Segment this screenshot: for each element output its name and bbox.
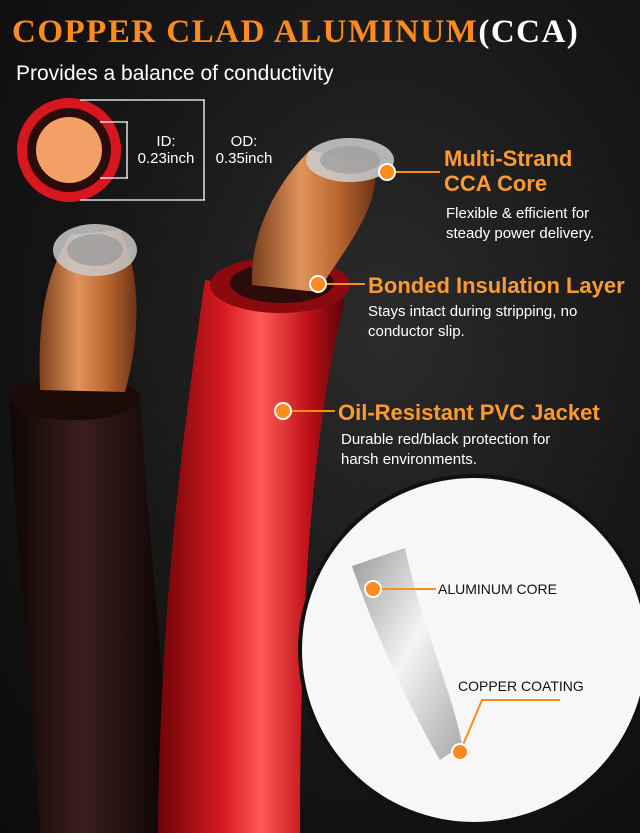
page-title: COPPER CLAD ALUMINUM(CCA) [12,14,632,51]
id-label: ID: [156,133,176,150]
callout-insulation-title: Bonded Insulation Layer [368,273,625,298]
title-main: COPPER CLAD ALUMINUM [12,14,479,50]
title-suffix: (CCA) [478,14,580,50]
cross-section-diagram [17,98,205,202]
callout-core-title-line1: Multi-Strand [444,146,573,171]
outer-diameter-label: OD: 0.35inch [206,133,282,167]
callout-jacket-desc-line2: harsh environments. [341,451,477,468]
callout-jacket-desc: Durable red/black protection for harsh e… [341,430,550,470]
od-label: OD: [230,133,258,150]
callout-insulation-desc: Stays intact during stripping, no conduc… [368,302,577,342]
red-cable [158,138,394,833]
callout-insulation-desc-line1: Stays intact during stripping, no [368,303,578,320]
inner-diameter-label: ID: 0.23inch [128,133,204,167]
inset-label-aluminum-core: ALUMINUM CORE [438,581,558,597]
callout-core-desc: Flexible & efficient for steady power de… [446,204,594,244]
callout-insulation-desc-line2: conductor slip. [368,323,465,340]
page-subtitle: Provides a balance of conductivity [16,62,334,85]
callout-core-title: Multi-Strand CCA Core [444,146,572,196]
callout-connectors [274,163,440,420]
callout-core-title-line2: CCA Core [444,171,548,196]
callout-jacket-desc-line1: Durable red/black protection for [341,431,551,448]
inset-label-copper-coating: COPPER COATING [458,678,584,694]
od-value: 0.35inch [215,150,273,167]
id-value: 0.23inch [137,150,195,167]
inset-magnifier [298,474,640,833]
callout-core-desc-line2: steady power delivery. [446,225,595,242]
callout-core-desc-line1: Flexible & efficient for [446,205,590,222]
black-cable [9,224,170,833]
callout-jacket-title: Oil-Resistant PVC Jacket [338,400,600,425]
